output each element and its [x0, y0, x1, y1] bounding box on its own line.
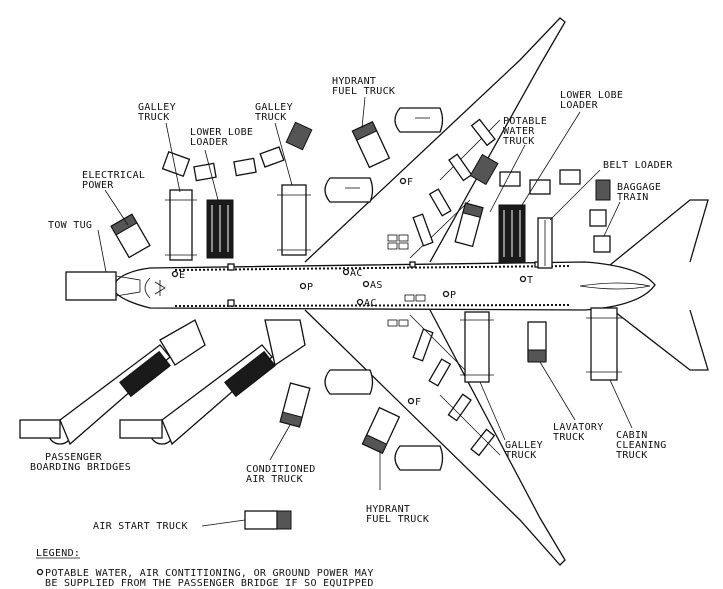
cockpit-detail: [154, 280, 166, 296]
door: [227, 263, 235, 271]
service-point-potable-water: P: [450, 290, 456, 301]
service-point-fuel: F: [407, 177, 413, 188]
galley-truck-top-right: [277, 121, 313, 256]
engine-lower-inner: [324, 369, 374, 395]
lower-lobe-loader-top-right: [498, 169, 581, 264]
passenger-boarding-bridge-1: [19, 319, 206, 446]
legend-line-1: POTABLE WATER, AIR CONTITIONING, OR GROU…: [45, 568, 374, 579]
label-baggage-train: BAGGAGE TRAIN: [617, 182, 668, 203]
lower-lobe-loader-top-left: [206, 199, 234, 259]
air-start-truck: [244, 510, 292, 530]
engine-upper-inner: [324, 177, 374, 203]
label-conditioned-air-truck: CONDITIONED AIR TRUCK: [246, 464, 322, 485]
legend: LEGEND: POTABLE WATER, AIR CONTITIONING,…: [36, 548, 374, 589]
label-hydrant-fuel-truck-top: HYDRANT FUEL TRUCK: [332, 76, 395, 97]
label-tow-tug: TOW TUG: [48, 220, 92, 231]
service-point-fuel: F: [415, 397, 421, 408]
cabin-cleaning-truck: [586, 307, 622, 381]
wing-panels-lower: [387, 294, 426, 327]
flaps-lower: [409, 314, 501, 457]
belt-loader: [537, 217, 553, 269]
flaps-upper: [409, 118, 501, 259]
conditioned-air-truck: [279, 382, 311, 428]
potable-water-truck: [454, 202, 484, 248]
electrical-power-truck: [110, 213, 151, 259]
label-passenger-boarding-bridges: PASSENGER BOARDING BRIDGES: [30, 452, 131, 473]
door: [227, 299, 235, 307]
service-point-air-conditioning: AC: [364, 298, 377, 309]
lavatory-truck: [527, 321, 547, 363]
label-lower-lobe-loader-top-left: LOWER LOBE LOADER: [190, 127, 260, 148]
label-galley-truck-bottom: GALLEY TRUCK: [505, 440, 549, 461]
service-point-potable-water: P: [307, 282, 313, 293]
label-hydrant-fuel-truck-bottom: HYDRANT FUEL TRUCK: [366, 504, 429, 525]
service-point-electrical: E: [179, 270, 185, 281]
legend-line-2: BE SUPPLIED FROM THE PASSENGER BRIDGE IF…: [45, 578, 374, 589]
engine-upper-outer: [394, 107, 444, 133]
wing-panels-upper: [387, 234, 409, 250]
stabilizer-upper: [609, 199, 709, 266]
label-potable-water-truck: POTABLE WATER TRUCK: [503, 116, 554, 147]
label-belt-loader: BELT LOADER: [603, 160, 673, 171]
engine-lower-outer: [394, 445, 444, 471]
label-galley-truck-top-left: GALLEY TRUCK: [138, 102, 182, 123]
potable-water-truck-cab: [469, 153, 499, 186]
service-point-air-conditioning: AC: [350, 268, 363, 279]
galley-truck-top-left: [161, 150, 197, 261]
baggage-dollies-top: [193, 146, 285, 182]
label-air-start-truck: AIR START TRUCK: [93, 521, 188, 532]
passenger-boarding-bridge-2: [119, 319, 306, 446]
galley-truck-bottom: [460, 311, 494, 383]
label-electrical-power: ELECTRICAL POWER: [82, 170, 152, 191]
tow-tug: [65, 271, 117, 301]
label-lavatory-truck: LAVATORY TRUCK: [553, 422, 610, 443]
window-row-lower: [174, 304, 571, 307]
door: [409, 261, 416, 268]
wing-lower: [304, 309, 566, 566]
legend-title: LEGEND:: [36, 548, 80, 559]
service-point-toilet: T: [527, 275, 533, 286]
window-row-upper: [174, 265, 571, 271]
service-points: E P AC AS AC P F F T: [171, 177, 533, 408]
wing-upper: [304, 17, 566, 263]
leader-lines: [97, 96, 633, 527]
hydrant-fuel-truck-top: [351, 120, 391, 169]
vehicles: [19, 120, 622, 530]
hydrant-fuel-truck-bottom: [361, 406, 401, 455]
stabilizer-lower: [609, 307, 709, 371]
label-cabin-cleaning-truck: CABIN CLEANING TRUCK: [616, 430, 673, 461]
tail-centre: [579, 282, 651, 290]
cockpit-window: [144, 277, 151, 299]
baggage-train: [589, 179, 611, 253]
service-point-air-start: AS: [370, 280, 383, 291]
fuselage: [111, 261, 656, 311]
labels: GALLEY TRUCK GALLEY TRUCK LOWER LOBE LOA…: [30, 76, 673, 532]
label-galley-truck-top-right: GALLEY TRUCK: [255, 102, 299, 123]
label-lower-lobe-loader-top-right: LOWER LOBE LOADER: [560, 90, 630, 111]
